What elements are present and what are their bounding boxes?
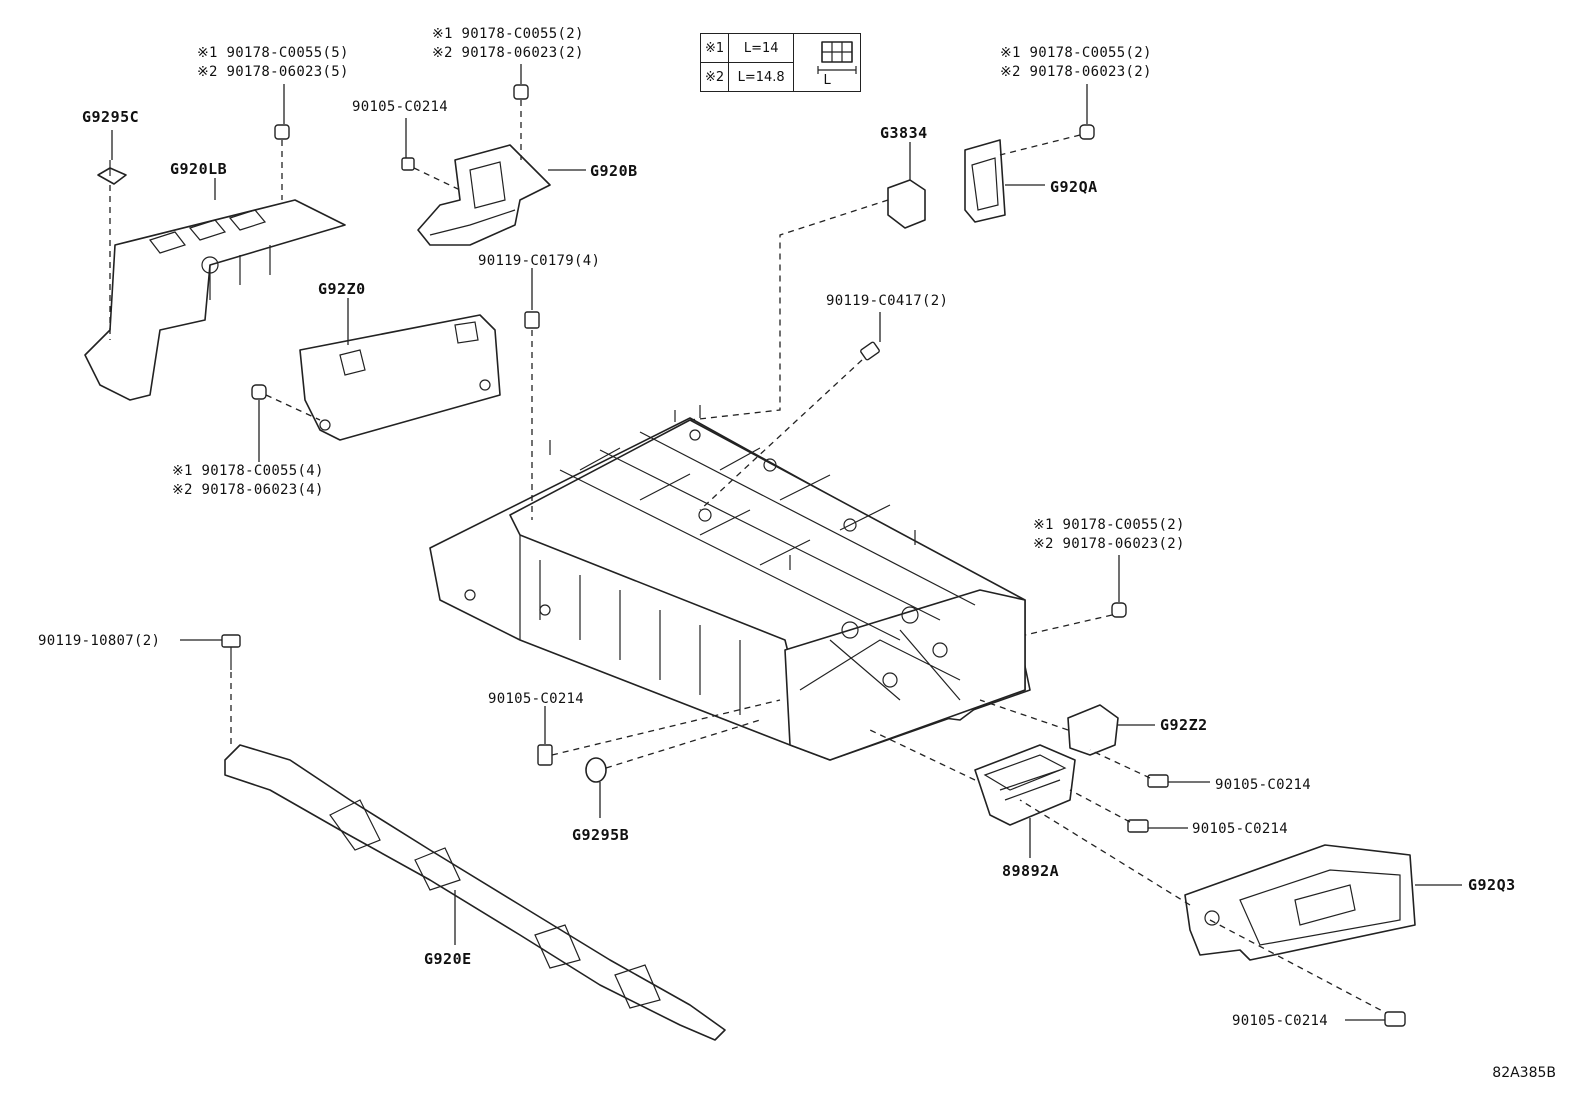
g92z0-panel — [299, 314, 501, 441]
g92qa-plate — [964, 139, 1006, 223]
spec-dimension-cell: L — [793, 33, 862, 92]
spec-mark-2: ※2 — [699, 62, 730, 92]
g92z2-part — [1067, 704, 1119, 756]
label-g92z2: G92Z2 — [1160, 716, 1208, 734]
g9295b-clip — [585, 757, 607, 783]
code-nut-top-right-1: ※1 90178-C0055(2) — [1000, 45, 1152, 61]
spec-table: ※1 L=14 L ※2 L=14.8 — [699, 33, 862, 92]
label-g9295c: G9295C — [82, 108, 140, 126]
spec-length-2: L=14.8 — [728, 62, 795, 92]
code-bolt-c0179: 90119-C0179(4) — [478, 253, 601, 269]
code-nut-mid-left-1: ※1 90178-C0055(4) — [172, 463, 324, 479]
label-g92q3: G92Q3 — [1468, 876, 1516, 894]
bolt-g920b-left — [401, 157, 415, 171]
bolt-c0214-lower-left — [537, 744, 553, 766]
code-bolt-c0214-top: 90105-C0214 — [352, 99, 449, 115]
document-id: 82A385B — [1492, 1065, 1556, 1081]
nut-top-right — [1079, 124, 1095, 140]
code-nut-top-center-2: ※2 90178-06023(2) — [432, 45, 584, 61]
label-g920lb: G920LB — [170, 160, 228, 178]
code-nut-top-center-1: ※1 90178-C0055(2) — [432, 26, 584, 42]
g92q3-cover — [1184, 844, 1416, 961]
code-bolt-10807: 90119-10807(2) — [38, 633, 161, 649]
nut-mid-left — [251, 384, 267, 400]
code-bolt-c0417: 90119-C0417(2) — [826, 293, 949, 309]
bolt-c0214-g92q3 — [1384, 1011, 1406, 1027]
label-g9295b: G9295B — [572, 826, 630, 844]
code-nut-top-left-1: ※1 90178-C0055(5) — [197, 45, 349, 61]
label-g92qa: G92QA — [1050, 178, 1098, 196]
label-89892a: 89892A — [1002, 862, 1060, 880]
label-g92z0: G92Z0 — [318, 280, 366, 298]
89892a-module — [974, 744, 1076, 826]
bolt-c0214-g92z2 — [1147, 774, 1169, 788]
spec-dimension-label: L — [823, 73, 831, 88]
bolt-10807 — [221, 634, 241, 648]
g3834-part — [887, 179, 926, 229]
label-g920e: G920E — [424, 950, 472, 968]
g920lb-cover — [84, 199, 346, 401]
code-nut-mid-right-1: ※1 90178-C0055(2) — [1033, 517, 1185, 533]
spec-mark-1: ※1 — [699, 33, 730, 63]
battery-assembly — [429, 405, 1031, 761]
code-bolt-c0214-g92q3: 90105-C0214 — [1232, 1013, 1329, 1029]
nut-top-left — [274, 124, 290, 140]
spec-length-1: L=14 — [728, 33, 795, 63]
nut-mid-right — [1111, 602, 1127, 618]
code-bolt-c0214-lower-left: 90105-C0214 — [488, 691, 585, 707]
code-bolt-c0214-g92z2: 90105-C0214 — [1215, 777, 1312, 793]
code-nut-top-left-2: ※2 90178-06023(5) — [197, 64, 349, 80]
code-nut-top-right-2: ※2 90178-06023(2) — [1000, 64, 1152, 80]
nut-top-center — [513, 84, 529, 100]
g9295c-clip — [97, 160, 127, 185]
bolt-c0179 — [524, 311, 540, 329]
label-g3834: G3834 — [880, 124, 928, 142]
label-g920b: G920B — [590, 162, 638, 180]
code-bolt-c0214-89892a: 90105-C0214 — [1192, 821, 1289, 837]
code-nut-mid-left-2: ※2 90178-06023(4) — [172, 482, 324, 498]
g920e-rail — [224, 744, 726, 1041]
bolt-c0417 — [860, 341, 880, 361]
code-nut-mid-right-2: ※2 90178-06023(2) — [1033, 536, 1185, 552]
bolt-c0214-89892a — [1127, 819, 1149, 833]
g920b-bracket — [417, 144, 551, 246]
